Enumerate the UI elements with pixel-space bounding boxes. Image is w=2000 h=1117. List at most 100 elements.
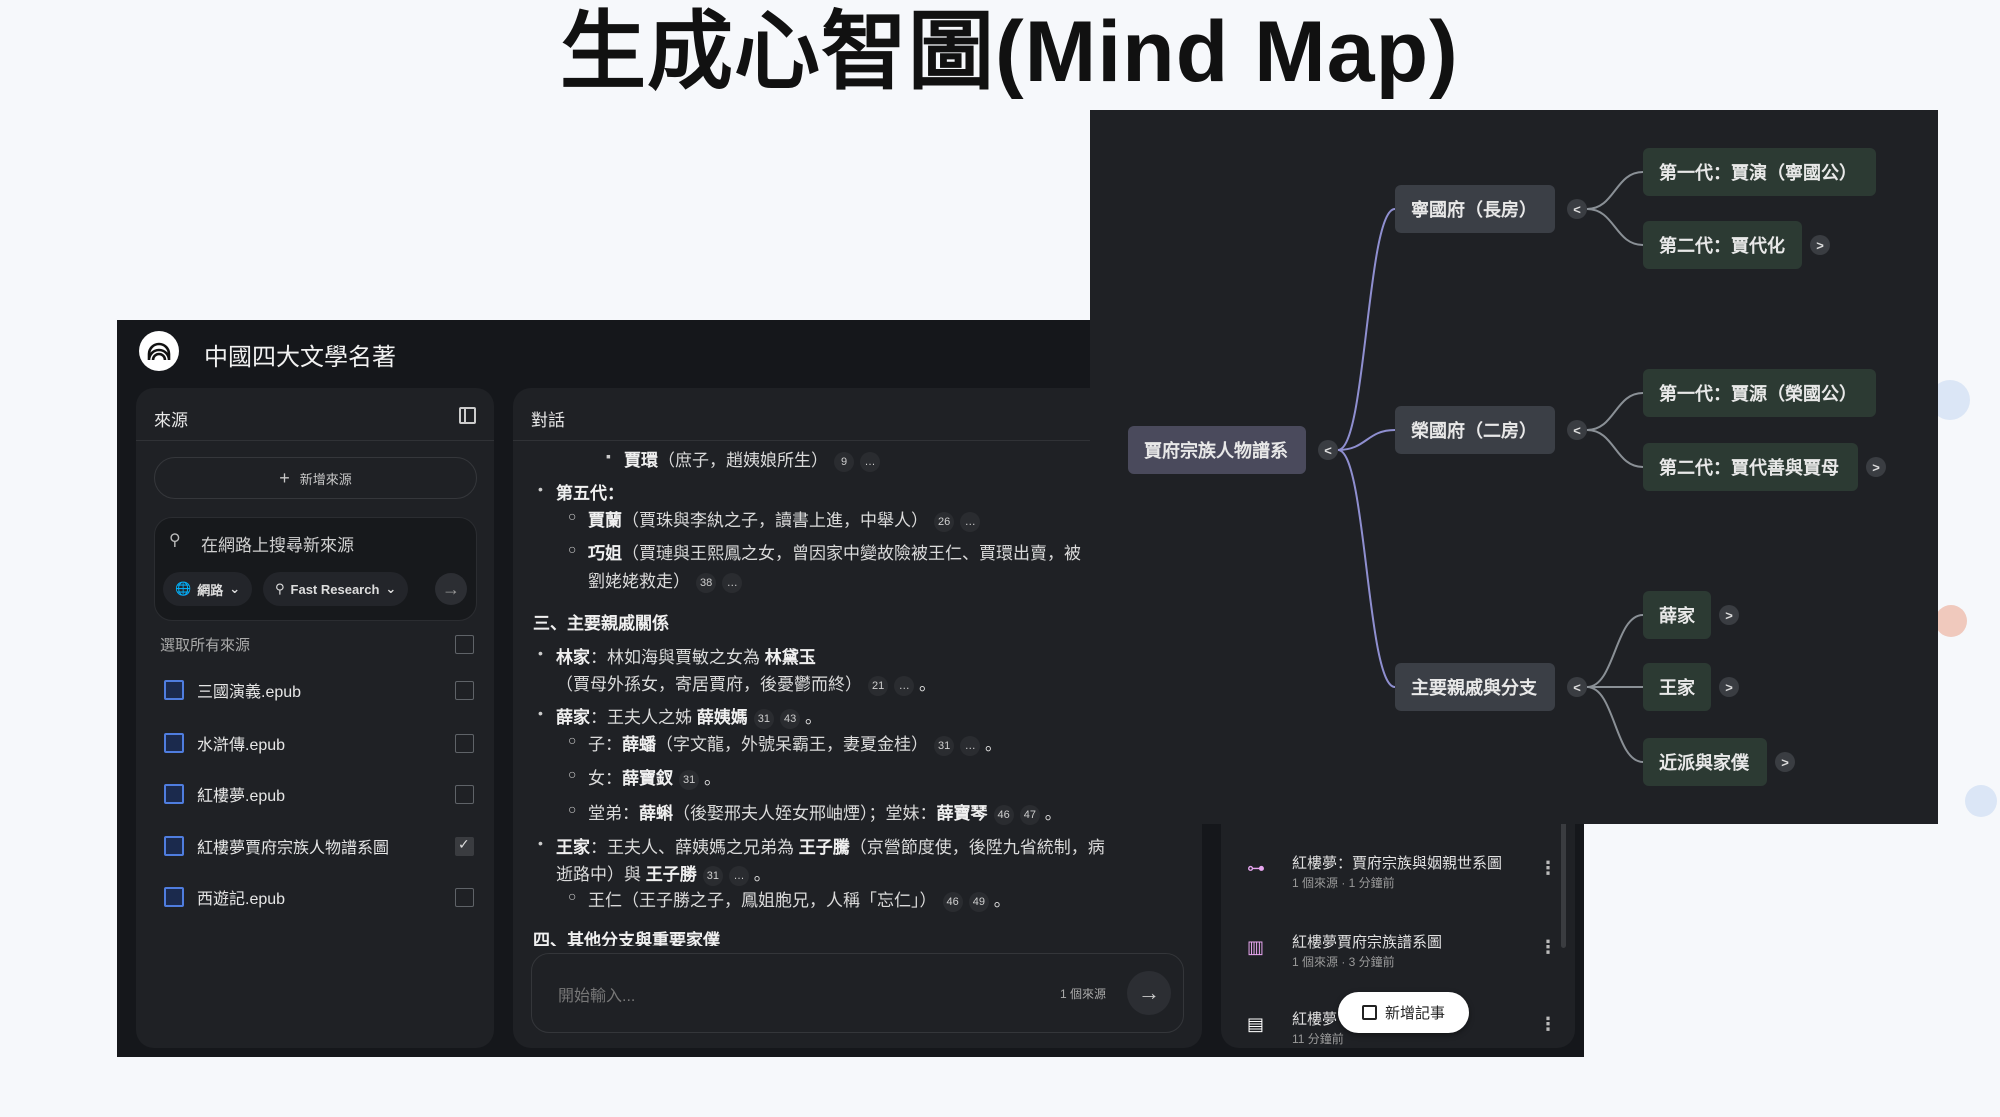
bullet-icon: •: [538, 835, 543, 851]
mind-map-leaf-node[interactable]: 第二代：賈代善與賈母: [1643, 443, 1858, 491]
citation-badge[interactable]: 9: [834, 451, 854, 472]
mind-map-link: [1337, 429, 1396, 451]
text: 逝路中）與: [556, 865, 646, 884]
citation-badge[interactable]: …: [960, 511, 981, 532]
decor-circle: [1935, 605, 1967, 637]
citation-badge[interactable]: …: [728, 865, 749, 886]
mind-map-root-node[interactable]: 賈府宗族人物譜系: [1128, 426, 1306, 474]
text: 女：: [588, 769, 622, 788]
chat-panel: 對話 ▪賈環（庶子，趙姨娘所生）9…•第五代：○賈蘭（賈珠與李紈之子，讀書上進，…: [513, 388, 1202, 1048]
mind-map-branch-node[interactable]: 主要親戚與分支: [1395, 663, 1555, 711]
expand-toggle-icon[interactable]: >: [1775, 752, 1795, 772]
studio-scrollbar[interactable]: [1561, 788, 1566, 948]
citation-badge[interactable]: 31: [753, 708, 774, 729]
source-item[interactable]: 紅樓夢賈府宗族人物譜系圖✓: [164, 831, 474, 861]
citation-badge[interactable]: …: [894, 675, 915, 696]
mind-map-branch-node[interactable]: 寧國府（長房）: [1395, 185, 1555, 233]
mind-map-leaf-node[interactable]: 第一代：賈源（榮國公）: [1643, 369, 1876, 417]
notebook-title[interactable]: 中國四大文學名著: [204, 344, 396, 371]
mind-map-view: 賈府宗族人物譜系 < 寧國府（長房） < 第一代：賈演（寧國公） 第二代：賈代化 > 榮國府（…: [1090, 110, 1938, 824]
more-options-icon[interactable]: ⋮: [1539, 1014, 1557, 1034]
search-submit-button[interactable]: →: [435, 573, 467, 605]
decor-circle: [1965, 785, 1997, 817]
bold-text: 薛姨媽: [696, 708, 748, 727]
expand-toggle-icon[interactable]: >: [1866, 457, 1886, 477]
text: 子：: [588, 735, 622, 754]
citation-badge[interactable]: 38: [696, 572, 717, 593]
select-all-checkbox[interactable]: [455, 634, 474, 654]
chat-line: 三、主要親戚關係: [533, 609, 669, 634]
collapse-toggle-icon[interactable]: <: [1567, 677, 1587, 697]
bold-text: 林黛玉: [764, 648, 816, 667]
chat-header: 對話: [531, 411, 565, 430]
citation-badge[interactable]: 46: [993, 804, 1014, 825]
citation-badge[interactable]: 26: [934, 511, 955, 532]
citation-badge[interactable]: 21: [868, 675, 889, 696]
text: 。: [699, 769, 721, 788]
text: （賈珠與李紈之子，讀書上進，中舉人）: [622, 511, 928, 530]
source-type-dropdown[interactable]: 🌐網路⌄: [163, 572, 253, 606]
mind-map-leaf-node[interactable]: 薛家: [1643, 591, 1711, 639]
source-item[interactable]: 西遊記.epub: [164, 882, 474, 912]
source-checkbox[interactable]: [455, 680, 474, 700]
citation-badge[interactable]: 49: [968, 891, 989, 912]
collapse-toggle-icon[interactable]: <: [1567, 199, 1587, 219]
bullet-icon: ○: [568, 888, 577, 904]
bold-text: 四、其他分支與重要家僕: [533, 931, 720, 946]
text: 。: [800, 708, 822, 727]
bold-text: 薛蟠: [622, 735, 656, 754]
more-options-icon[interactable]: ⋮: [1539, 937, 1557, 957]
source-item[interactable]: 三國演義.epub: [164, 675, 474, 705]
more-options-icon[interactable]: ⋮: [1539, 858, 1557, 878]
web-search-input[interactable]: 在網路上搜尋新來源: [201, 536, 354, 555]
citation-badge[interactable]: 43: [779, 708, 801, 729]
divider: [136, 440, 494, 441]
add-source-button[interactable]: +新增來源: [154, 457, 477, 499]
mind-map-leaf-node[interactable]: 王家: [1643, 663, 1711, 711]
collapse-toggle-icon[interactable]: <: [1567, 420, 1587, 440]
bold-text: 林家: [556, 648, 590, 667]
app-header: 中國四大文學名著: [117, 320, 1584, 383]
sources-header: 來源: [154, 411, 188, 430]
citation-badge[interactable]: 47: [1019, 804, 1040, 825]
citation-badge[interactable]: 31: [934, 735, 955, 756]
research-mode-dropdown[interactable]: ⚲Fast Research⌄: [263, 572, 409, 606]
source-checkbox[interactable]: [455, 733, 474, 753]
source-checkbox[interactable]: [455, 887, 474, 907]
citation-badge[interactable]: …: [960, 735, 981, 756]
notebooklm-logo-icon[interactable]: [139, 331, 179, 371]
citation-badge[interactable]: …: [860, 451, 880, 472]
source-item[interactable]: 紅樓夢.epub: [164, 779, 474, 809]
select-all-sources[interactable]: 選取所有來源: [160, 629, 474, 659]
text: 。: [748, 865, 771, 884]
studio-item-title: 紅樓夢: [1292, 1011, 1338, 1028]
send-button[interactable]: →: [1127, 971, 1171, 1015]
citation-badge[interactable]: 31: [679, 769, 700, 790]
mind-map-leaf-node[interactable]: 第一代：賈演（寧國公）: [1643, 148, 1876, 196]
collapse-panel-icon[interactable]: [459, 407, 476, 424]
expand-toggle-icon[interactable]: >: [1719, 677, 1739, 697]
expand-toggle-icon[interactable]: >: [1719, 605, 1739, 625]
mind-map-leaf-node[interactable]: 近派與家僕: [1643, 738, 1767, 786]
citation-badge[interactable]: …: [722, 572, 743, 593]
expand-toggle-icon[interactable]: >: [1810, 235, 1830, 255]
collapse-toggle-icon[interactable]: <: [1318, 440, 1338, 460]
source-checkbox[interactable]: [455, 784, 474, 804]
add-note-button[interactable]: 新增記事: [1338, 992, 1469, 1033]
mind-map-icon: ⊶: [1247, 858, 1265, 878]
citation-badge[interactable]: 31: [702, 865, 723, 886]
chat-input[interactable]: 開始輸入...: [558, 988, 636, 1005]
source-checkbox[interactable]: ✓: [455, 836, 474, 856]
mind-map-leaf-node[interactable]: 第二代：賈代化: [1643, 221, 1802, 269]
mind-map-branch-node[interactable]: 榮國府（二房）: [1395, 406, 1555, 454]
citation-badge[interactable]: 46: [942, 891, 963, 912]
text: ：王夫人、薛姨媽之兄弟為: [590, 838, 799, 857]
source-label: 三國演義.epub: [197, 684, 302, 701]
source-item[interactable]: 水滸傳.epub: [164, 728, 474, 758]
